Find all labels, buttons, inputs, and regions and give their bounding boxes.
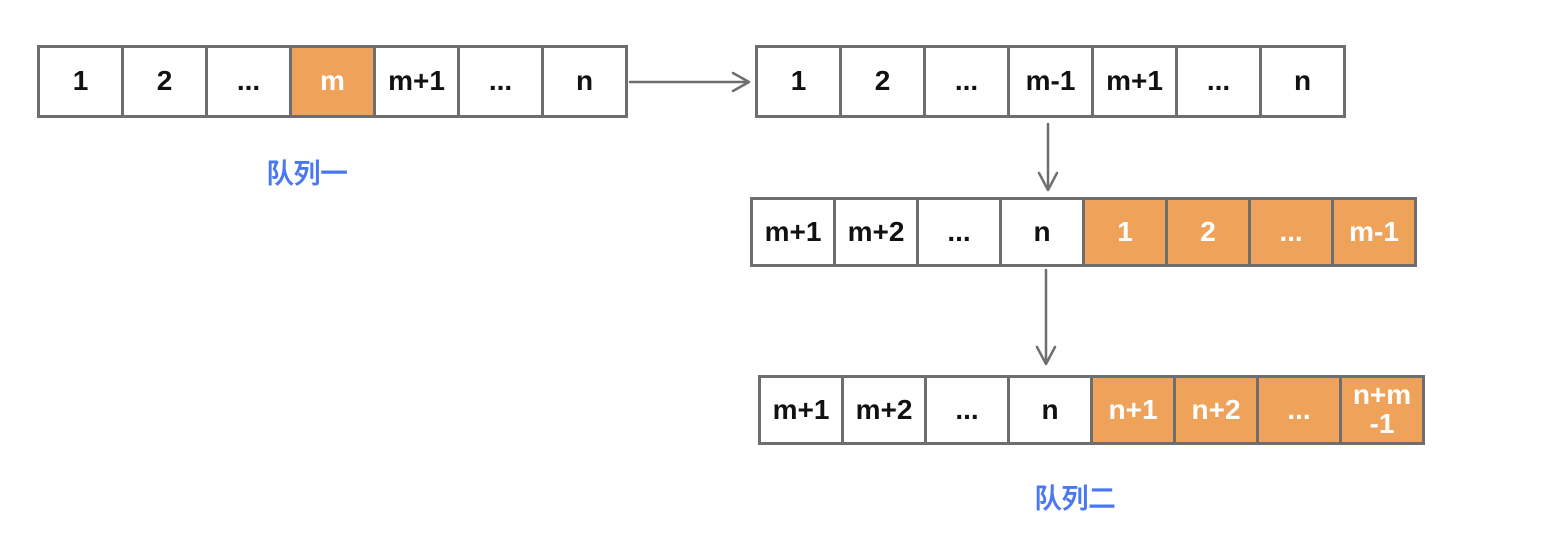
array-cell: n [999,197,1085,267]
array-cell: ... [457,45,544,118]
array-cell: n+2 [1173,375,1259,445]
array-cell: n+1 [1090,375,1176,445]
array-cell: m+1 [758,375,844,445]
queue1-label: 队列一 [266,159,348,189]
array-cell: 1 [755,45,842,118]
array-cell: ... [1256,375,1342,445]
arrow-down-icon [1035,268,1057,366]
array-cell: m+2 [833,197,919,267]
array-cell: n [1007,375,1093,445]
array-cell: n [1259,45,1346,118]
array-cell: 1 [1082,197,1168,267]
array-cell: m+1 [1091,45,1178,118]
array-cell: ... [923,45,1010,118]
queue2-label: 队列二 [1034,484,1116,514]
array-cell: m+2 [841,375,927,445]
array-cell: ... [1175,45,1262,118]
array-cell: ... [916,197,1002,267]
array-cell: m-1 [1007,45,1094,118]
arrow-right-icon [628,71,751,93]
array-cell: 1 [37,45,124,118]
array-cell: m+1 [750,197,836,267]
arrow-down-icon [1037,122,1059,192]
array-cell: m-1 [1331,197,1417,267]
array-cell: 2 [839,45,926,118]
array-cell: ... [924,375,1010,445]
array-cell: m+1 [373,45,460,118]
array-cell: 2 [121,45,208,118]
array-cell: n [541,45,628,118]
array-cell: 2 [1165,197,1251,267]
array-cell: ... [205,45,292,118]
array-cell: m [289,45,376,118]
array-cell: ... [1248,197,1334,267]
array-cell: n+m -1 [1339,375,1425,445]
